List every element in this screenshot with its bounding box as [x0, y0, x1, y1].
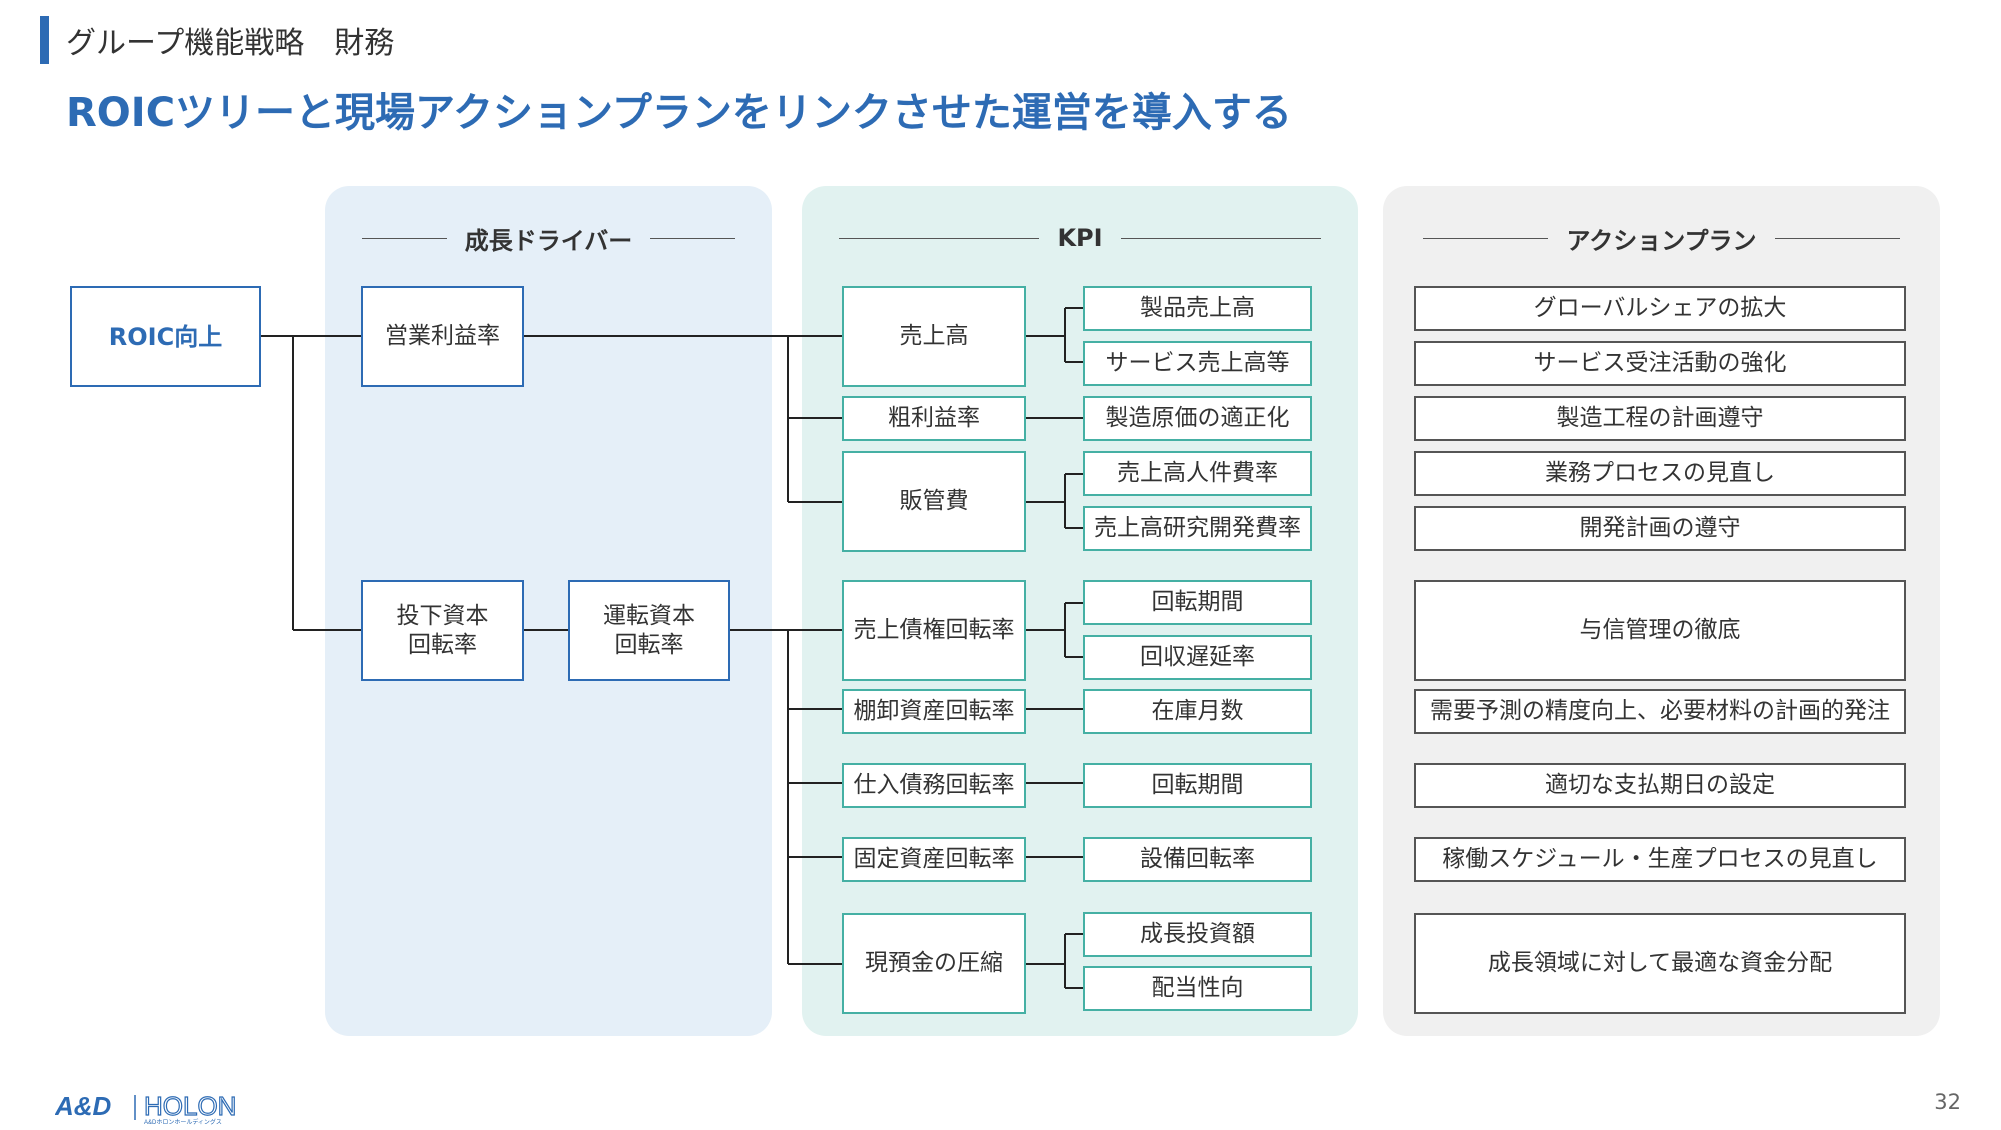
- kpi-receivables-turnover: 売上債権回転率: [842, 580, 1026, 681]
- heading-rule: [839, 237, 1040, 239]
- driver-working-capital-turnover: 運転資本 回転率: [568, 580, 730, 681]
- kpi-rd-cost-ratio: 売上高研究開発費率: [1083, 506, 1312, 551]
- slide-title: ROICツリーと現場アクションプランをリンクさせた運営を導入する: [66, 90, 1292, 136]
- kpi-sales: 売上高: [842, 286, 1026, 387]
- drivers-heading-label: 成長ドライバー: [464, 226, 633, 255]
- action-item: 適切な支払期日の設定: [1414, 763, 1906, 808]
- kpi-personnel-cost-ratio: 売上高人件費率: [1083, 451, 1312, 496]
- kpi-collection-delay-rate: 回収遅延率: [1083, 635, 1312, 680]
- company-logo: A&D HOLON A&Dホロンホールディングス: [54, 1090, 270, 1126]
- heading-rule: [1423, 237, 1549, 239]
- kpi-payables-turnover: 仕入債務回転率: [842, 763, 1026, 808]
- kpi-service-sales: サービス売上高等: [1083, 341, 1312, 386]
- action-item: サービス受注活動の強化: [1414, 341, 1906, 386]
- action-item: 需要予測の精度向上、必要材料の計画的発注: [1414, 689, 1906, 734]
- kpi-inventory-turnover: 棚卸資産回転率: [842, 689, 1026, 734]
- heading-rule: [1120, 237, 1321, 239]
- logo-sub-text: A&Dホロンホールディングス: [144, 1118, 222, 1126]
- kpi-cash-compression: 現預金の圧縮: [842, 913, 1026, 1014]
- kpi-growth-investment: 成長投資額: [1083, 912, 1312, 957]
- drivers-heading: 成長ドライバー: [325, 220, 772, 256]
- heading-rule: [650, 237, 736, 239]
- kpi-inventory-months: 在庫月数: [1083, 689, 1312, 734]
- heading-rule: [1774, 237, 1900, 239]
- kpi-heading-label: KPI: [1057, 224, 1103, 252]
- kpi-fixed-asset-turnover: 固定資産回転率: [842, 837, 1026, 882]
- kpi-cost-optimization: 製造原価の適正化: [1083, 396, 1312, 441]
- action-item: グローバルシェアの拡大: [1414, 286, 1906, 331]
- kpi-payment-period: 回転期間: [1083, 763, 1312, 808]
- kpi-gross-margin: 粗利益率: [842, 396, 1026, 441]
- action-item: 開発計画の遵守: [1414, 506, 1906, 551]
- action-item: 稼働スケジュール・生産プロセスの見直し: [1414, 837, 1906, 882]
- roic-root-node: ROIC向上: [70, 286, 261, 387]
- action-item: 製造工程の計画遵守: [1414, 396, 1906, 441]
- kpi-product-sales: 製品売上高: [1083, 286, 1312, 331]
- actions-heading-label: アクションプラン: [1566, 226, 1757, 255]
- header-accent-bar: [40, 16, 49, 64]
- action-item: 与信管理の徹底: [1414, 580, 1906, 681]
- heading-rule: [361, 237, 447, 239]
- kpi-sga: 販管費: [842, 451, 1026, 552]
- logo-holon-text: HOLON: [144, 1091, 236, 1121]
- kpi-heading: KPI: [802, 220, 1358, 256]
- actions-heading: アクションプラン: [1383, 220, 1940, 256]
- driver-operating-margin: 営業利益率: [361, 286, 524, 387]
- action-item: 成長領域に対して最適な資金分配: [1414, 913, 1906, 1014]
- section-title: グループ機能戦略 財務: [66, 26, 395, 61]
- logo-and-text: A&D: [55, 1091, 112, 1121]
- kpi-equipment-turnover: 設備回転率: [1083, 837, 1312, 882]
- kpi-collection-period: 回転期間: [1083, 580, 1312, 625]
- kpi-dividend-payout: 配当性向: [1083, 966, 1312, 1011]
- driver-capital-turnover: 投下資本 回転率: [361, 580, 524, 681]
- page-number: 32: [1934, 1090, 1961, 1114]
- action-item: 業務プロセスの見直し: [1414, 451, 1906, 496]
